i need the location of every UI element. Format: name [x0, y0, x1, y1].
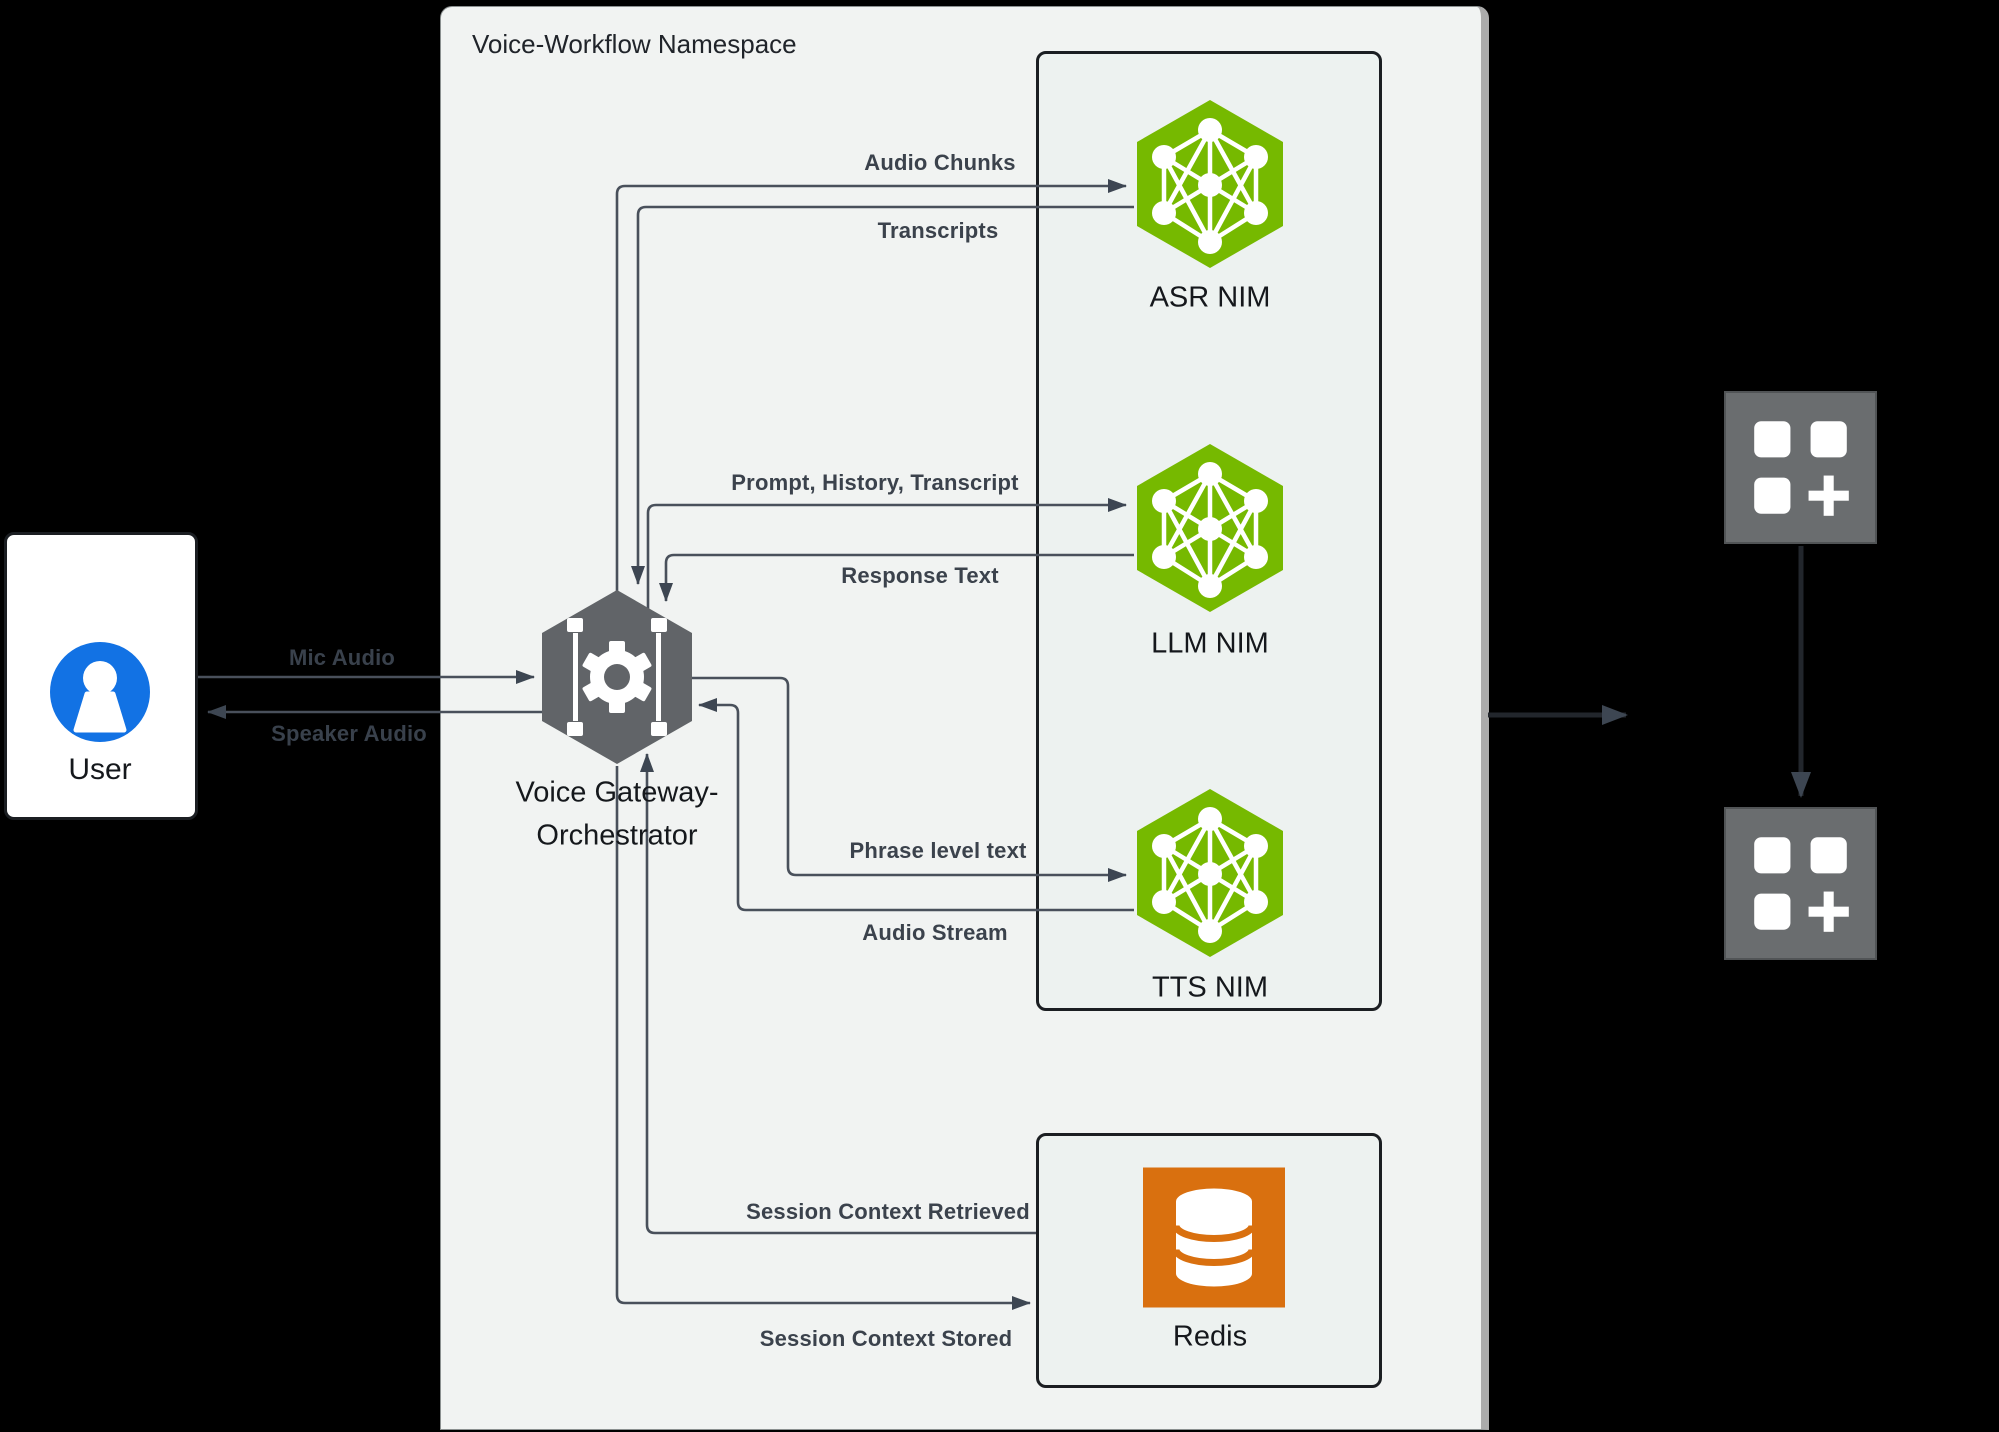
tts-nim-label: TTS NIM — [1152, 971, 1268, 1004]
tts-nim-icon — [1137, 789, 1283, 957]
edge-session-context-retrieved — [640, 753, 1036, 1235]
edge-label-audio-chunks: Audio Chunks — [864, 150, 1016, 175]
edge-label-transcripts: Transcripts — [877, 218, 999, 243]
redis-database-icon — [1143, 1167, 1285, 1308]
redis-label: Redis — [1172, 1320, 1248, 1353]
edge-audio-stream — [698, 698, 1134, 912]
edge-session-context-stored — [615, 766, 1031, 1310]
user-icon — [50, 642, 150, 742]
voice-gateway-orchestrator-icon — [542, 590, 692, 764]
edge-label-session-context-stored: Session Context Stored — [759, 1326, 1013, 1351]
gateway-label-line2: Orchestrator — [536, 819, 698, 852]
edge-label-phrase-level-text: Phrase level text — [849, 838, 1027, 863]
edge-phrase-level-text — [690, 676, 1127, 882]
edge-label-audio-stream: Audio Stream — [862, 920, 1008, 945]
external-app-box-top — [1724, 391, 1877, 544]
gear-icon — [582, 641, 652, 713]
llm-nim-label: LLM NIM — [1151, 627, 1269, 660]
app-grid-plus-icon-top — [1754, 421, 1849, 516]
asr-nim-label: ASR NIM — [1149, 281, 1271, 314]
edge-label-response-text: Response Text — [841, 563, 999, 588]
edge-label-prompt-history-transcript: Prompt, History, Transcript — [731, 470, 1019, 495]
edge-label-mic-audio: Mic Audio — [288, 645, 396, 670]
edge-label-speaker-audio: Speaker Audio — [271, 721, 427, 746]
edge-response-text — [659, 553, 1134, 602]
namespace-title: Voice-Workflow Namespace — [472, 29, 797, 59]
edge-transcripts — [631, 205, 1134, 585]
asr-nim-icon — [1137, 100, 1283, 268]
edge-audio-chunks — [615, 179, 1127, 598]
user-label: User — [68, 753, 132, 786]
edge-prompt-history-transcript — [646, 498, 1127, 614]
llm-nim-icon — [1137, 444, 1283, 612]
external-app-box-bottom — [1724, 807, 1877, 960]
gateway-label-line1: Voice Gateway- — [515, 776, 719, 809]
app-grid-plus-icon-bottom — [1754, 837, 1849, 932]
edge-label-session-context-retrieved: Session Context Retrieved — [746, 1199, 1030, 1224]
